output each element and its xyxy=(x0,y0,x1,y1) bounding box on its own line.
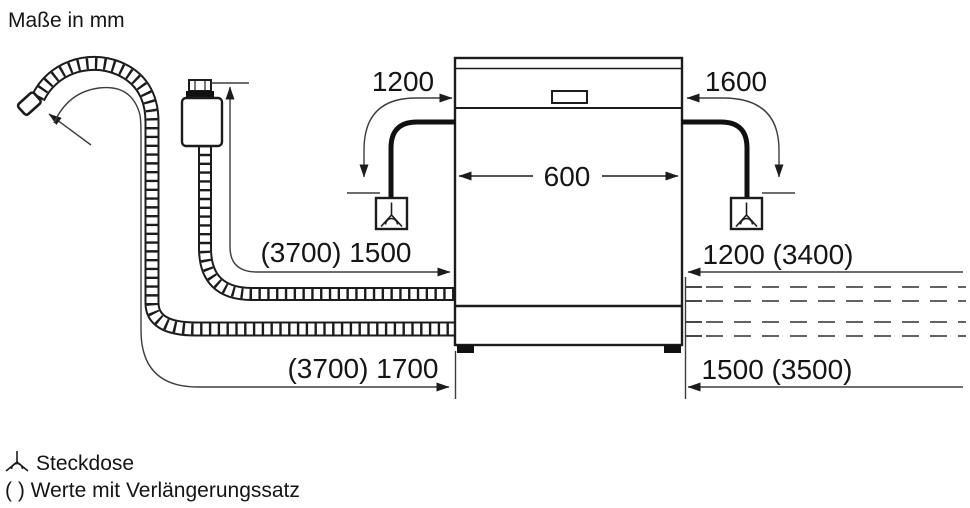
connector-seal xyxy=(186,91,214,98)
tap-connector xyxy=(180,79,224,148)
connector-nut xyxy=(188,79,212,92)
page-title: Maße in mm xyxy=(8,9,125,32)
dim-label-cord-left: 1200 xyxy=(372,66,434,97)
aquastop-valve-box xyxy=(180,96,224,148)
drain-hose-end-cap xyxy=(16,91,42,116)
dishwasher-outline xyxy=(453,56,684,347)
dim-label-cord-right: 1600 xyxy=(705,66,767,97)
dim-supply-left-line xyxy=(225,86,451,277)
legend: Steckdose ( ) Werte mit Verlängerungssat… xyxy=(5,451,300,502)
hose-extensions-right xyxy=(686,286,966,337)
display-window xyxy=(551,90,588,104)
socket-icon-legend xyxy=(5,451,29,472)
dim-label-drain-right: 1500 (3500) xyxy=(701,354,852,385)
foot-right xyxy=(664,345,681,353)
legend-extension-note: ( ) Werte mit Verlängerungssatz xyxy=(5,479,300,502)
dim-drain-left-line xyxy=(53,86,450,392)
dim-label-supply-left: (3700) 1500 xyxy=(260,237,411,268)
dim-label-width: 600 xyxy=(544,161,591,192)
dim-cord-right-line xyxy=(686,93,784,178)
power-cord-right xyxy=(681,119,750,198)
foot-left xyxy=(457,345,474,353)
drain-hose xyxy=(16,55,457,337)
dimension-lines xyxy=(48,82,963,399)
supply-hose xyxy=(198,145,457,301)
socket-icon-right xyxy=(735,202,758,228)
legend-socket-label: Steckdose xyxy=(36,452,134,475)
power-cord-left xyxy=(388,119,456,198)
dishwasher xyxy=(453,56,684,353)
dim-label-supply-right: 1200 (3400) xyxy=(702,239,853,270)
dim-label-drain-left: (3700) 1700 xyxy=(287,353,438,384)
dim-drain-leader xyxy=(48,113,92,146)
dim-cord-left-line xyxy=(359,93,453,178)
